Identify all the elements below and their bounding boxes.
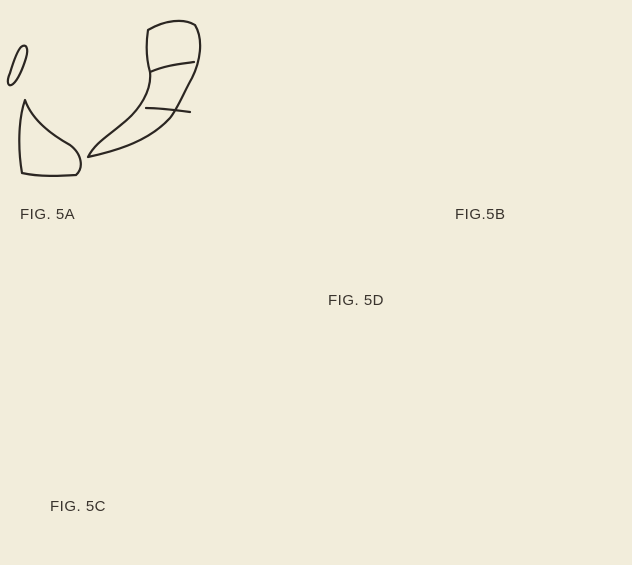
fig-5a-sliver: [8, 46, 27, 86]
fig-5c-label: FIG. 5C: [50, 498, 106, 515]
fig-5a-right-divider-2: [146, 108, 190, 112]
fig-5a-right-divider-1: [150, 62, 194, 72]
fig-5a-right-plate: [88, 21, 200, 157]
fig-5a-label: FIG. 5A: [20, 206, 75, 223]
fig-5b-label: FIG.5B: [455, 206, 506, 223]
fig-5a-drawing: [8, 21, 200, 176]
fig-5a-left-plate: [19, 100, 81, 176]
fig-5d-label: FIG. 5D: [328, 292, 384, 309]
